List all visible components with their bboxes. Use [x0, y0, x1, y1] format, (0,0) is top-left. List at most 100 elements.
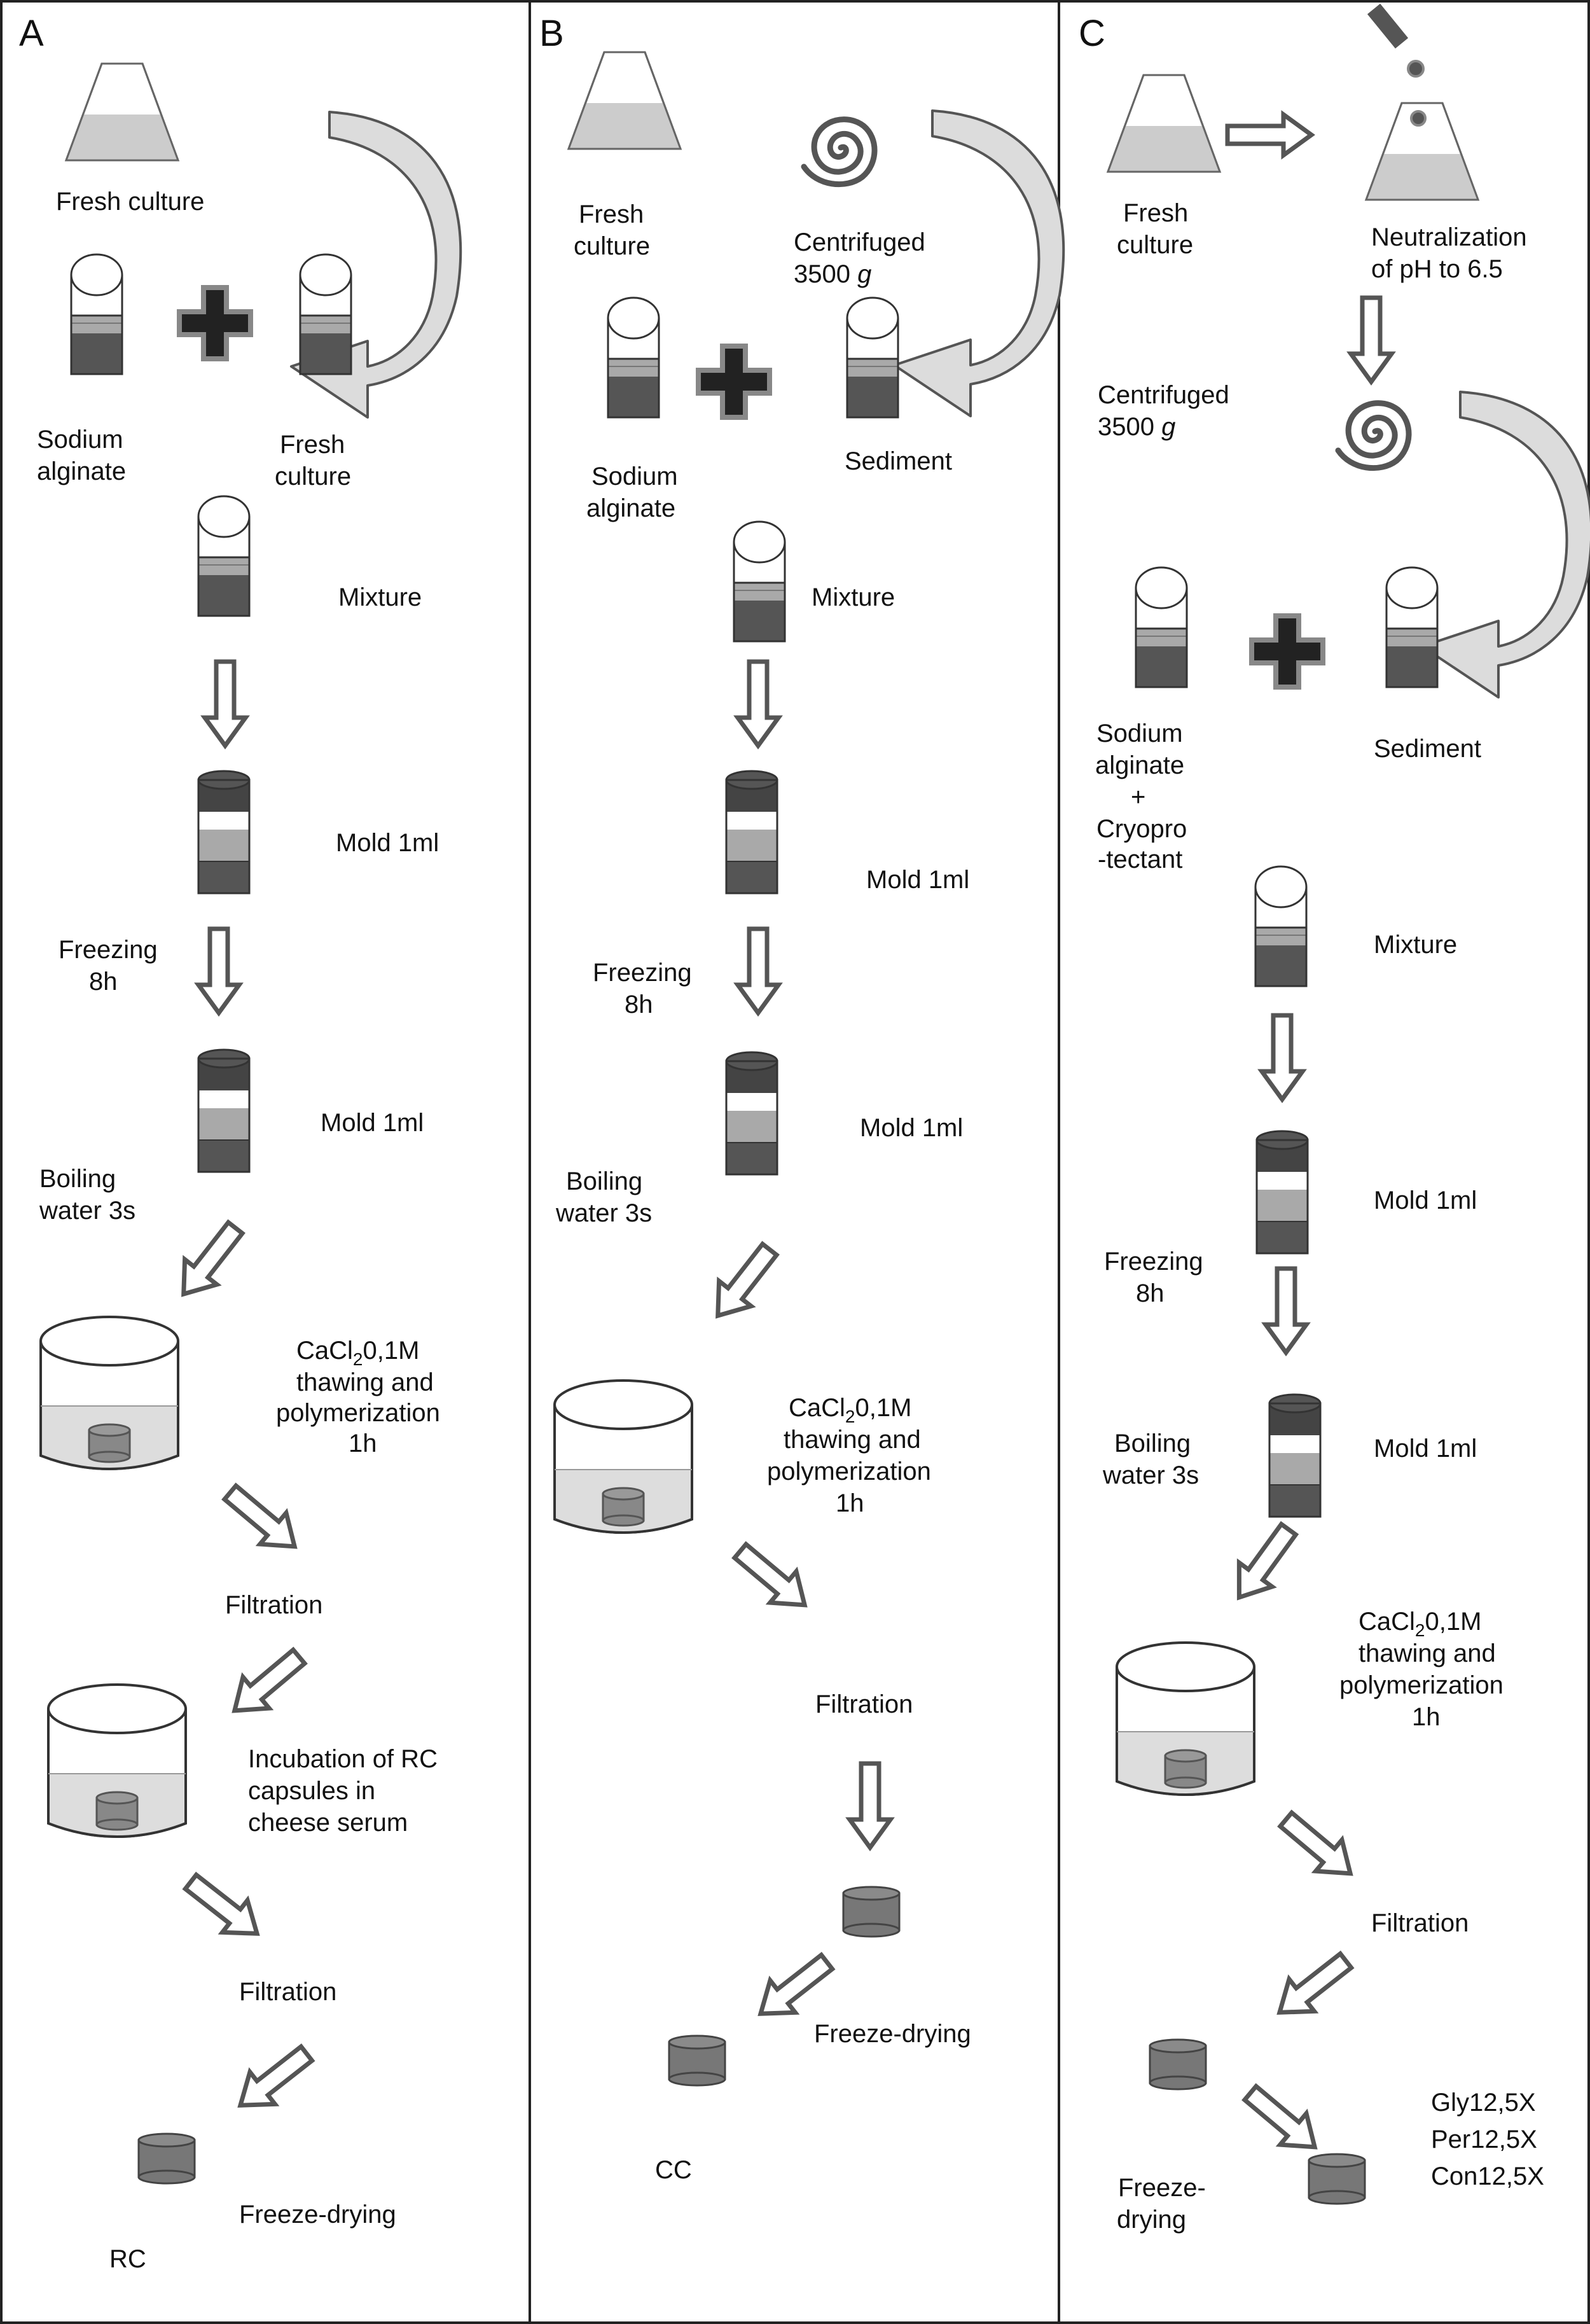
- duration-label: 1h: [836, 1489, 864, 1517]
- fresh-culture-label: culture: [275, 463, 351, 491]
- boiling-water-label: Boiling: [566, 1167, 642, 1195]
- curved-arrow-icon: [893, 109, 1065, 417]
- hollow-arrow-icon: [1223, 1517, 1305, 1609]
- test-tube-icon: [70, 253, 123, 375]
- plus-icon: [1252, 616, 1323, 687]
- conical-flask-icon: [567, 51, 682, 150]
- cacl2-label: CaCl20,1M: [1358, 1608, 1481, 1640]
- capsule-icon: [1149, 2038, 1207, 2091]
- cryoprotectant-label: Cryopro: [1096, 815, 1187, 843]
- panel-b-letter: B: [539, 13, 564, 54]
- test-tube-icon: [1385, 566, 1439, 688]
- centrifuged-label: Centrifuged: [1098, 381, 1229, 409]
- filtration-label: Filtration: [1371, 1909, 1469, 1937]
- result-label: RC: [109, 2245, 146, 2273]
- fresh-culture-label: Fresh: [1123, 199, 1188, 227]
- freezing-label: Freezing: [1104, 1248, 1203, 1276]
- freezing-label: Freezing: [593, 959, 692, 987]
- mold-label: Mold 1ml: [336, 829, 439, 857]
- test-tube-icon: [1135, 566, 1188, 688]
- test-tube-icon: [197, 770, 251, 894]
- freeze-drying-label: Freeze-drying: [814, 2020, 971, 2048]
- centrifuged-label: 3500 g: [794, 260, 871, 288]
- polymerization-label: polymerization: [767, 1458, 931, 1486]
- boiling-water-label: water 3s: [1102, 1461, 1199, 1489]
- panel-b: B Fresh culture Centrifuged 3500 g Sodiu…: [539, 13, 1065, 2184]
- result-label: Per12,5X: [1431, 2126, 1537, 2154]
- ph-drop-icon: [1410, 110, 1427, 127]
- freezing-label: 8h: [625, 991, 653, 1019]
- hollow-arrow-icon: [727, 1535, 817, 1620]
- test-tube-icon: [197, 495, 251, 617]
- hollow-arrow-icon: [1237, 2077, 1327, 2162]
- mold-label: Mold 1ml: [866, 866, 969, 894]
- curved-arrow-icon: [1421, 391, 1590, 699]
- test-tube-icon: [846, 296, 899, 419]
- filtration-label: Filtration: [815, 1690, 913, 1718]
- beaker-icon: [47, 1683, 187, 1838]
- incubation-label: capsules in: [248, 1777, 375, 1805]
- sodium-alginate-label: +: [1131, 783, 1145, 811]
- fresh-culture-label: Fresh: [579, 200, 644, 228]
- mixture-label: Mixture: [338, 583, 422, 611]
- sodium-alginate-label: Sodium: [1096, 720, 1183, 748]
- thawing-label: thawing and: [1358, 1639, 1496, 1667]
- mold-label: Mold 1ml: [1374, 1435, 1477, 1463]
- freeze-drying-label: Freeze-drying: [239, 2201, 396, 2229]
- hollow-arrow-icon: [178, 1866, 269, 1950]
- panel-a-letter: A: [19, 13, 44, 54]
- test-tube-icon: [607, 296, 660, 419]
- centrifuged-label: Centrifuged: [794, 228, 925, 256]
- test-tube-icon: [733, 520, 786, 643]
- cacl2-label: CaCl20,1M: [789, 1394, 911, 1426]
- capsule-icon: [668, 2035, 726, 2087]
- filtration-label: Filtration: [225, 1591, 322, 1619]
- hollow-arrow-icon: [228, 2038, 319, 2122]
- hollow-arrow-icon: [1267, 1945, 1358, 2029]
- result-label: CC: [655, 2156, 692, 2184]
- sodium-alginate-label: alginate: [586, 494, 675, 522]
- test-tube-icon: [1268, 1393, 1322, 1518]
- sodium-alginate-label: Sodium: [591, 463, 678, 491]
- incubation-label: cheese serum: [248, 1809, 408, 1837]
- duration-label: 1h: [349, 1430, 377, 1458]
- fresh-culture-label: Fresh: [280, 431, 345, 459]
- duration-label: 1h: [1412, 1703, 1441, 1731]
- freezing-label: Freezing: [59, 936, 158, 964]
- beaker-icon: [39, 1316, 179, 1470]
- mold-label: Mold 1ml: [321, 1109, 424, 1137]
- beaker-icon: [553, 1379, 693, 1534]
- hollow-arrow-icon: [205, 662, 245, 746]
- panel-c-letter: C: [1079, 13, 1105, 54]
- capsule-icon: [1308, 2153, 1366, 2205]
- thawing-label: thawing and: [784, 1426, 921, 1454]
- boiling-water-label: water 3s: [555, 1199, 652, 1227]
- sediment-label: Sediment: [845, 447, 952, 475]
- hollow-arrow-icon: [168, 1215, 252, 1306]
- cacl2-label: CaCl20,1M: [296, 1337, 419, 1369]
- centrifuge-spiral-icon: [804, 120, 874, 184]
- freeze-drying-label: Freeze-: [1118, 2174, 1206, 2202]
- filtration-label: Filtration: [239, 1978, 336, 2006]
- polymerization-label: polymerization: [1339, 1671, 1504, 1699]
- polymerization-label: polymerization: [276, 1399, 440, 1427]
- hollow-arrow-icon: [198, 929, 239, 1013]
- result-label: Gly12,5X: [1431, 2089, 1536, 2117]
- mold-label: Mold 1ml: [1374, 1186, 1477, 1214]
- plus-icon: [179, 288, 251, 359]
- mold-label: Mold 1ml: [860, 1114, 963, 1142]
- hollow-arrow-icon: [738, 929, 778, 1013]
- sediment-label: Sediment: [1374, 735, 1481, 763]
- test-tube-icon: [1254, 865, 1308, 987]
- neutralization-label: of pH to 6.5: [1371, 255, 1503, 283]
- fresh-culture-label: Fresh culture: [56, 188, 204, 216]
- freezing-label: 8h: [89, 968, 118, 996]
- hollow-arrow-icon: [217, 1477, 307, 1562]
- hollow-arrow-icon: [702, 1237, 786, 1328]
- sodium-alginate-label: Sodium: [37, 426, 123, 454]
- hollow-arrow-icon: [1266, 1269, 1306, 1353]
- panel-a: A Fresh culture Sodium alginate Fresh cu…: [19, 13, 462, 2273]
- test-tube-icon: [725, 770, 778, 894]
